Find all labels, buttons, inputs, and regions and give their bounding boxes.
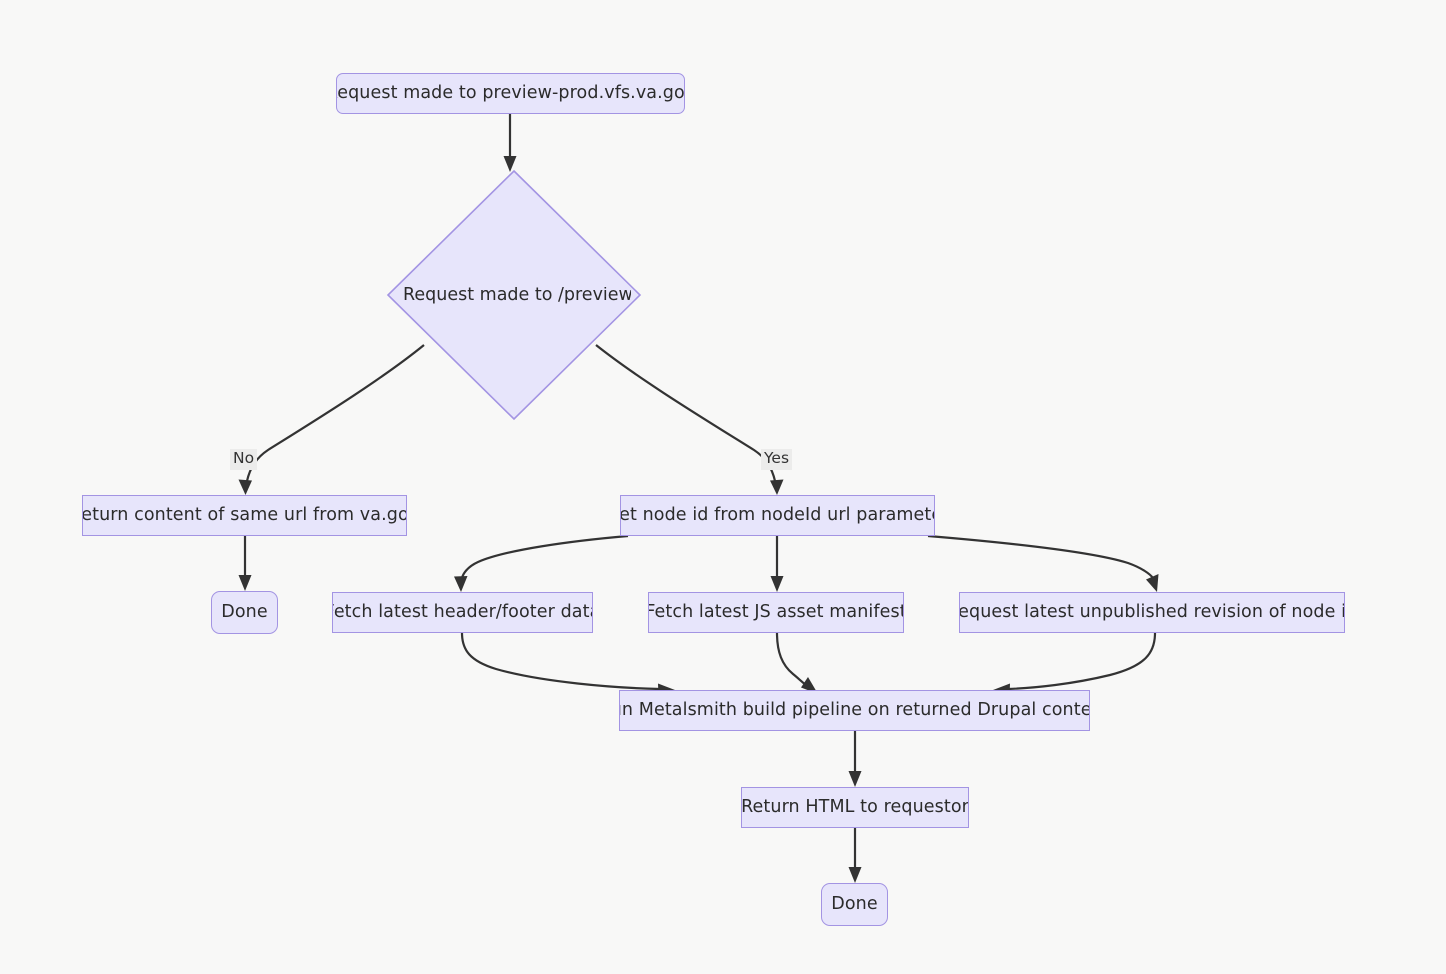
edge-start-to-decision bbox=[503, 114, 517, 172]
node-request-latest-unpublished-revision[interactable]: Request latest unpublished revision of n… bbox=[959, 592, 1345, 633]
node-label: Fetch latest header/footer data bbox=[332, 601, 593, 622]
node-label: Get node id from nodeId url parameter bbox=[620, 504, 935, 525]
diamond-shape-icon bbox=[386, 169, 642, 421]
node-done-bottom[interactable]: Done bbox=[821, 883, 888, 926]
edge-get-node-id-to-fetch-js-manifest bbox=[770, 536, 784, 592]
node-label: Done bbox=[831, 893, 878, 914]
node-fetch-latest-header-footer-data[interactable]: Fetch latest header/footer data bbox=[332, 592, 593, 633]
node-return-content-of-same-url[interactable]: Return content of same url from va.gov bbox=[82, 495, 407, 536]
node-return-html-to-requestor[interactable]: Return HTML to requestor bbox=[741, 787, 969, 828]
node-label: Fetch latest JS asset manifest bbox=[648, 601, 904, 622]
node-done-left[interactable]: Done bbox=[211, 591, 278, 634]
edge-run-metalsmith-to-return-html bbox=[848, 731, 862, 787]
node-label: Request made to /preview? bbox=[403, 287, 631, 305]
node-label: Request made to preview-prod.vfs.va.gov bbox=[336, 82, 685, 103]
node-run-metalsmith-build-pipeline[interactable]: Run Metalsmith build pipeline on returne… bbox=[619, 690, 1090, 731]
edge-return-html-to-done bbox=[848, 828, 862, 883]
node-request-made-to-preview-prod[interactable]: Request made to preview-prod.vfs.va.gov bbox=[336, 73, 685, 114]
edge-get-node-id-to-fetch-header-footer bbox=[454, 534, 629, 592]
node-label: Return content of same url from va.gov bbox=[82, 504, 407, 525]
node-label: Return HTML to requestor bbox=[741, 796, 969, 817]
node-fetch-latest-js-asset-manifest[interactable]: Fetch latest JS asset manifest bbox=[648, 592, 904, 633]
node-label: Done bbox=[221, 601, 268, 622]
node-label: Request latest unpublished revision of n… bbox=[959, 601, 1345, 622]
edge-label-no: No bbox=[230, 449, 258, 470]
node-label: Run Metalsmith build pipeline on returne… bbox=[619, 699, 1090, 720]
edge-return-same-url-to-done bbox=[238, 536, 252, 591]
edge-fetch-js-manifest-to-run-metalsmith bbox=[775, 632, 818, 694]
node-get-node-id[interactable]: Get node id from nodeId url parameter bbox=[620, 495, 935, 536]
edge-request-revision-to-run-metalsmith bbox=[993, 632, 1157, 697]
edge-label-yes: Yes bbox=[761, 449, 793, 470]
edge-get-node-id-to-request-revision bbox=[927, 534, 1159, 592]
edge-fetch-header-footer-to-run-metalsmith bbox=[460, 632, 675, 697]
